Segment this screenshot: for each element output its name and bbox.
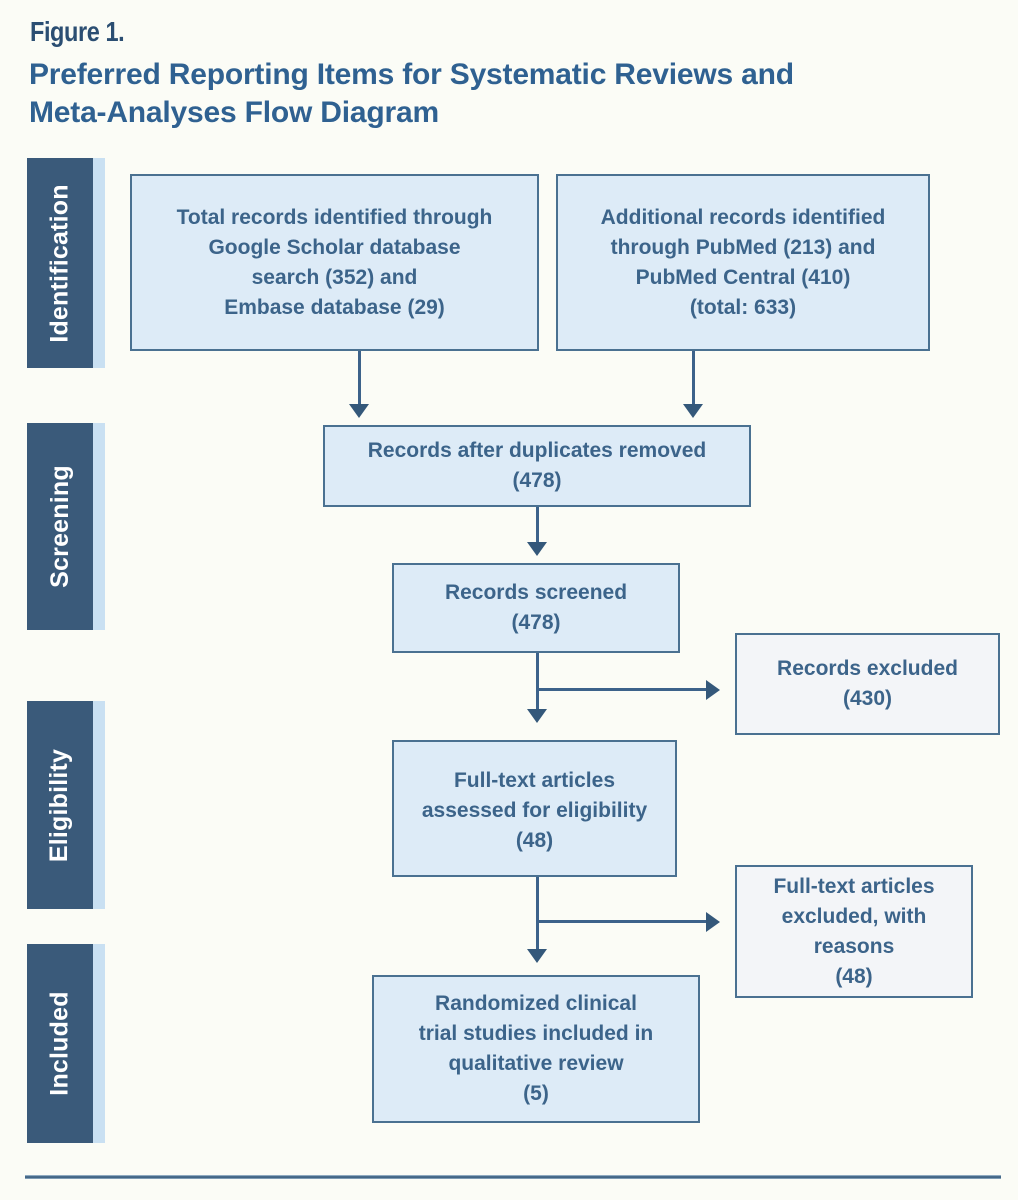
flow-box-fulltext-assessed: Full-text articles assessed for eligibil… [392,740,677,877]
arrowhead-down-icon [527,709,547,723]
sidebar-stage-screening: Screening [27,423,105,630]
flow-box-included-studies: Randomized clinical trial studies includ… [372,975,700,1123]
flow-box-records-screened: Records screened (478) [392,563,680,653]
arrowhead-right-icon [706,912,720,932]
page-title: Preferred Reporting Items for Systematic… [29,58,794,129]
flow-box-additional-records: Additional records identified through Pu… [556,174,930,351]
figure-label: Figure 1. [30,16,125,47]
arrow-line [537,920,707,923]
arrowhead-right-icon [706,680,720,700]
arrowhead-down-icon [349,404,369,418]
arrow-line [692,351,695,405]
arrow-line [536,653,539,710]
sidebar-stage-eligibility: Eligibility [27,701,105,909]
arrowhead-down-icon [683,404,703,418]
arrow-line [358,351,361,405]
flow-box-records-excluded: Records excluded (430) [735,633,1000,735]
flow-box-fulltext-excluded: Full-text articles excluded, with reason… [735,865,973,998]
sidebar-stage-identification: Identification [27,158,105,368]
sidebar-stage-included: Included [27,944,105,1143]
arrow-line [537,688,707,691]
stage-label-included: Included [45,991,74,1096]
stage-label-eligibility: Eligibility [45,748,74,862]
bottom-divider [25,1175,1001,1179]
flow-box-duplicates-removed: Records after duplicates removed (478) [323,425,751,507]
stage-label-identification: Identification [45,183,74,343]
arrow-line [536,877,539,950]
stage-label-screening: Screening [45,465,74,588]
arrow-line [536,507,539,543]
flow-box-total-records: Total records identified through Google … [130,174,539,351]
arrowhead-down-icon [527,542,547,556]
arrowhead-down-icon [527,949,547,963]
